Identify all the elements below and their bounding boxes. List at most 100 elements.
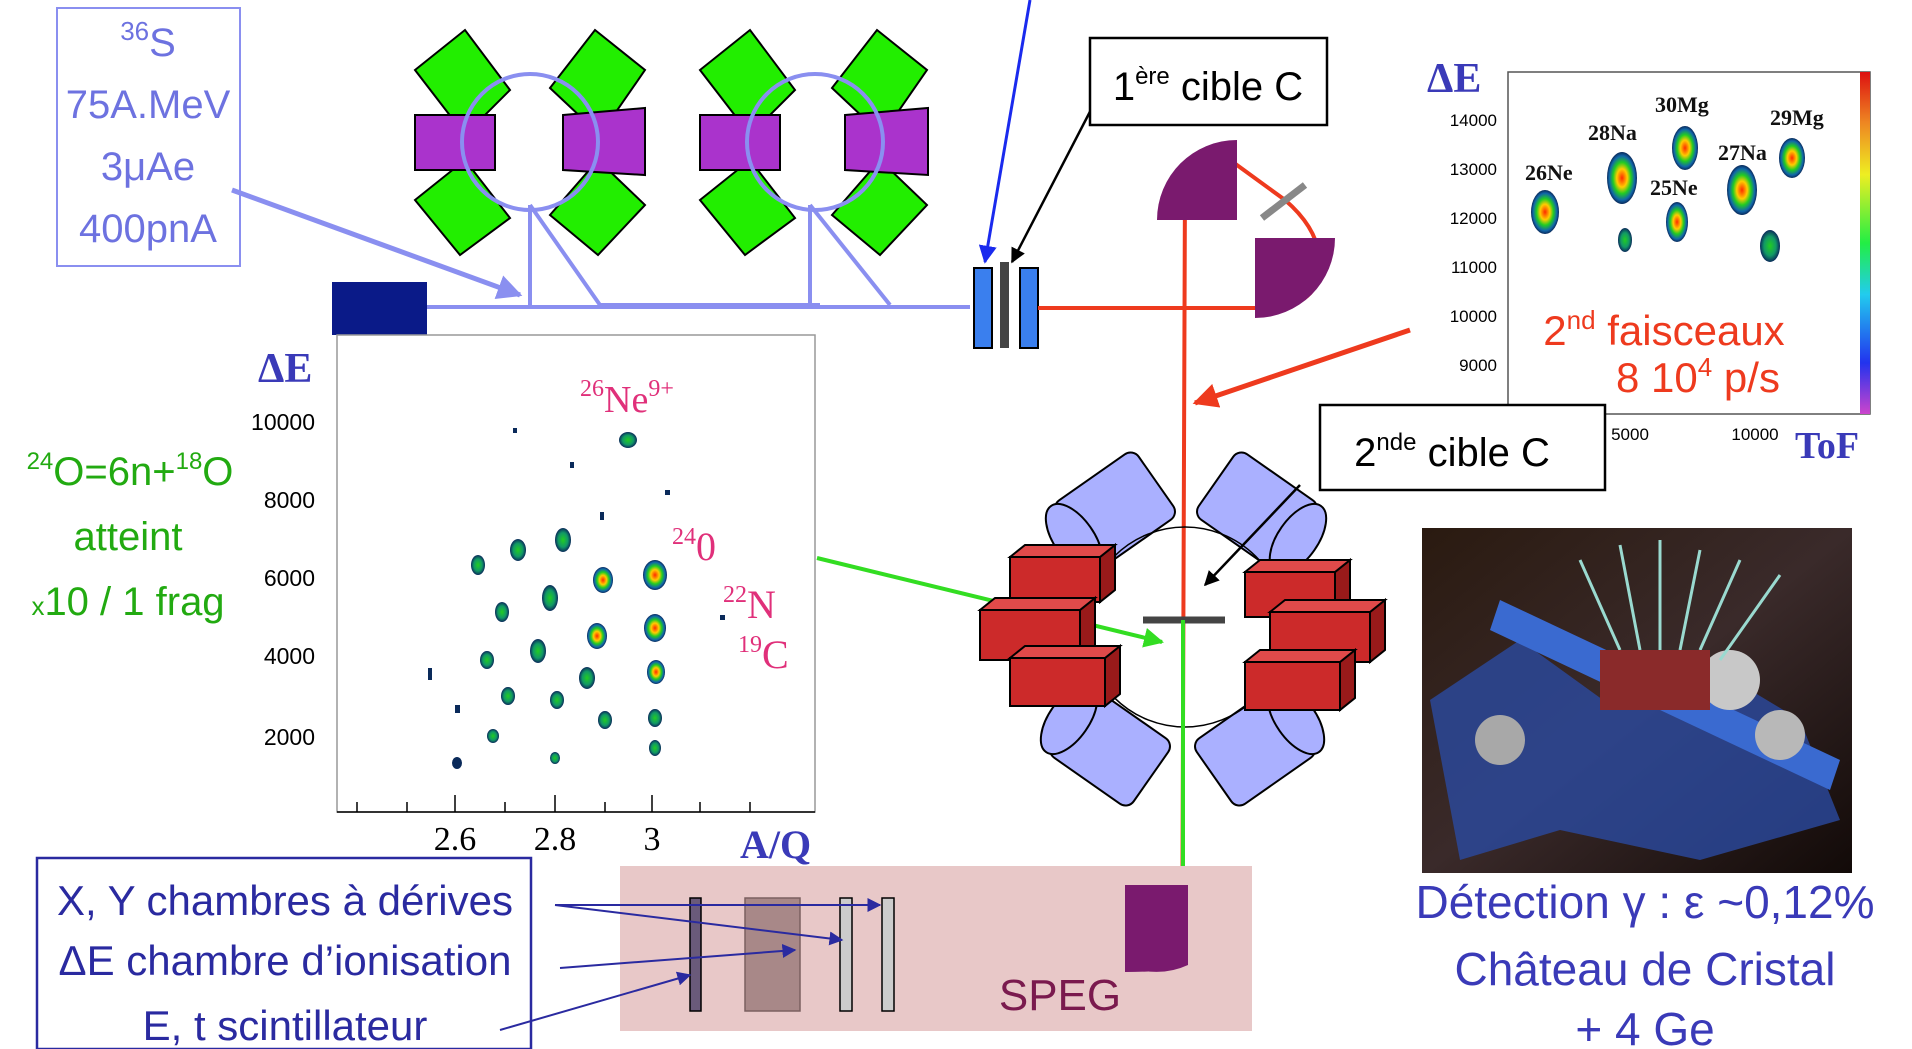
main-plot-frame [336,334,816,813]
blob-26ne9 [619,432,637,448]
blob [648,709,662,727]
beam-intensity-pna: 400pnA [79,207,217,251]
blob-28na [1607,152,1637,204]
detectors-box: X, Y chambres à dérives ΔE chambre d’ion… [35,856,533,1049]
detection-text: Détection γ : ε ~0,12% Château de Crista… [1415,876,1874,1049]
scatter-dot [428,668,432,680]
scintillator [881,897,895,1012]
slit [1259,182,1308,221]
detection-line2: Château de Cristal [1455,943,1836,995]
beam-arrow [231,187,523,300]
magnet-group-1 [413,28,647,257]
scatter-dot [455,705,460,713]
target2-pointer [1203,484,1301,587]
magnet-ring-2 [745,72,885,212]
faisceaux-line1: 2nd faisceaux [1543,305,1784,354]
beam-line-seg2 [808,203,892,307]
speg-area: SPEG [620,866,1252,1031]
detectors-line1: X, Y chambres à dérives [57,877,513,924]
beam-isotope: 36S [120,16,176,65]
ytick-9000: 9000 [1459,356,1497,375]
blob [550,752,560,764]
label-24o: 240 [672,524,716,569]
blob-29mg [1779,138,1805,178]
xtick-3: 3 [644,821,661,858]
blob [452,757,462,769]
blob [598,711,612,729]
ytick-8000: 8000 [264,487,315,513]
ytick-10000: 10000 [251,409,315,435]
main-xaxis-ticks [356,795,751,812]
label-29mg: 29Mg [1770,105,1824,130]
photo-center [1600,650,1710,710]
target2-label: 2nde cible C [1354,429,1550,475]
chateau-photo [1422,528,1852,873]
target2-label-box: 2nde cible C [1318,403,1607,492]
blob [510,539,526,561]
blob-19c [647,660,665,684]
left-note-line3: x10 / 1 frag [31,580,224,624]
colorbar [1860,72,1870,414]
main-yticks: 10000 8000 6000 4000 2000 [251,409,315,750]
magnet-group-2 [698,28,929,257]
green-pole-bl [413,158,512,257]
ytick-12000: 12000 [1450,209,1497,228]
pointer-scintillator [499,971,692,1031]
crystal-block [1007,542,1118,605]
blob [649,740,661,756]
detection-line1: Détection γ : ε ~0,12% [1415,876,1874,928]
scatter-dot [600,512,604,520]
main-isotope-labels: 26Ne9+ 240 22N 19C [580,376,789,677]
scatter-dot [720,615,725,620]
blob-low [1760,230,1780,262]
label-26ne9: 26Ne9+ [580,376,674,421]
blob [501,687,515,705]
ytick-6000: 6000 [264,565,315,591]
label-27na: 27Na [1718,140,1767,165]
detectors-line3: E, t scintillateur [143,1002,428,1049]
secondary-xticks: 5000 10000 [1611,425,1779,444]
blob-30mg [1672,126,1698,170]
scatter-dot [665,490,670,495]
magnet-ring-1 [460,72,600,212]
gamma-array [977,451,1388,807]
green-pole-tl [413,28,512,137]
target-foil [1000,262,1009,348]
target1-label: 1ère cible C [1113,63,1303,109]
drift-chamber-1 [689,897,702,1012]
target1-label-frame [1088,36,1329,127]
ytick-10000: 10000 [1450,307,1497,326]
ytick-14000: 14000 [1450,111,1497,130]
ytick-13000: 13000 [1450,160,1497,179]
xtick-2.6: 2.6 [434,821,477,858]
target1-label-box: 1ère cible C [1088,36,1329,127]
secondary-plot: ΔE ToF 14000 13000 12000 11000 10000 900… [1427,56,1871,467]
beam-box: 36S 75A.MeV 3μAe 400pnA [56,7,241,267]
photo-detector [1700,650,1760,710]
detection-line3: + 4 Ge [1575,1003,1714,1049]
purple-pole-l [699,114,781,171]
blob-24o [643,560,667,590]
label-28na: 28Na [1588,120,1637,145]
drift-chamber-2 [839,897,853,1012]
secondary-isotope-labels: 26Ne 28Na 30Mg 25Ne 27Na 29Mg [1525,92,1824,200]
blob [550,691,564,709]
blob [530,639,546,663]
blob-27na [1727,165,1757,215]
faisceaux-line2: 8 104 p/s [1616,352,1780,401]
label-19c: 19C [738,632,789,677]
dipole-1 [1157,140,1237,220]
main-plot: ΔE A/Q 10000 8000 6000 4000 2000 2.6 2.8… [251,334,816,867]
blue-incoming-arrow [978,0,1032,264]
left-note-line2: atteint [74,515,183,559]
pointer-ionisation [559,943,797,969]
beam-line-seg [528,203,602,307]
label-30mg: 30Mg [1655,92,1709,117]
blob [495,602,509,622]
photo-cables [1578,540,1782,661]
beam-intensity-uae: 3μAe [101,145,195,189]
beam-box-frame [56,7,241,267]
label-25ne: 25Ne [1650,175,1698,200]
main-xticks: 2.6 2.8 3 [434,821,661,858]
